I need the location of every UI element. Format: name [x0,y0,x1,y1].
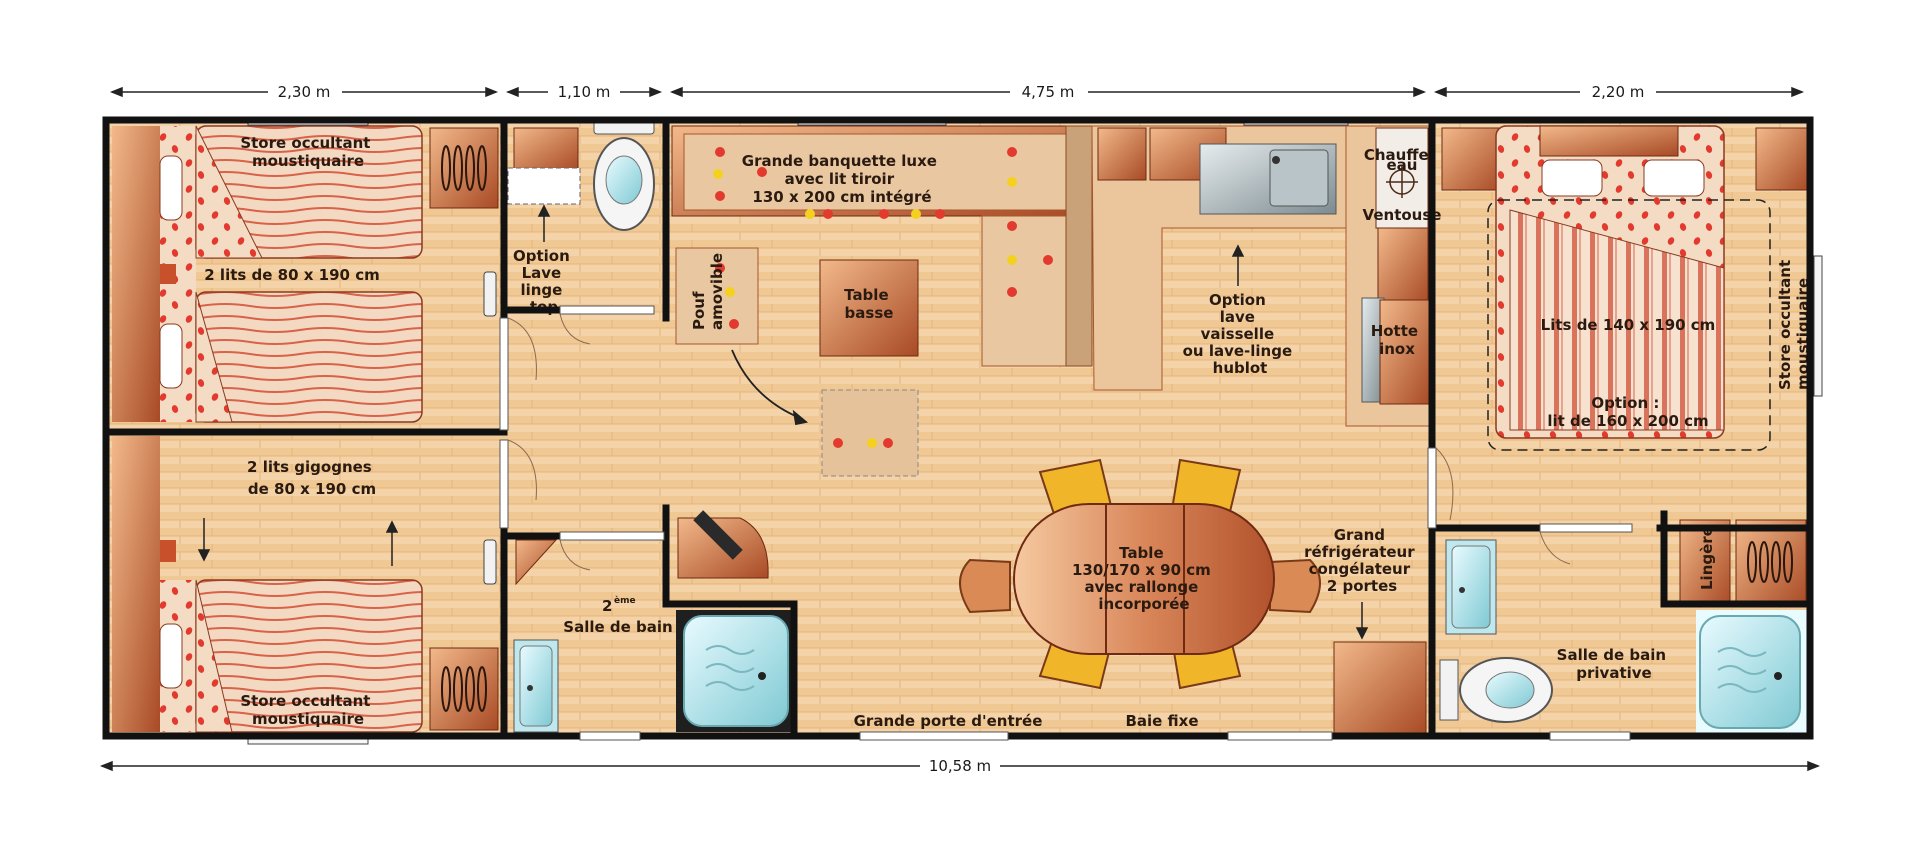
twin-beds-label: 2 lits de 80 x 190 cm [204,266,379,284]
hood-label: Hotte inox [1371,322,1424,358]
doors [499,305,1633,741]
master-bed-label: Lits de 140 x 190 cm [1541,316,1716,334]
master-bed-option-label: Option : lit de 160 x 200 cm [1547,394,1708,430]
dimension-laundry-width: 1,10 m [558,83,611,101]
blind-label-bottom: Store occultant moustiquaire [240,692,375,728]
fridge-label: Grand réfrigérateur congélateur 2 portes [1304,526,1420,595]
dimension-total-length: 10,58 m [929,757,991,775]
fixed-bay-label: Baie fixe [1125,712,1198,730]
bedroom-bunk: 2 lits gigognes de 80 x 190 cm Store occ… [112,436,499,745]
dimension-master-width: 2,20 m [1592,83,1645,101]
dimension-lines [99,86,1821,772]
bunk-beds-label: 2 lits gigognes de 80 x 190 cm [247,458,377,498]
linen-label: Lingère [1698,526,1716,590]
bathroom-private: Salle de bain privative [1439,539,1808,734]
dining-table-label: Table 130/170 x 90 cm avec rallonge inco… [1072,544,1216,613]
living-room: Grande banquette luxe avec lit tiroir 13… [671,116,1349,730]
pouf-label: Pouf amovible [690,253,726,330]
bathroom-2-label: Salle de bain [563,618,672,636]
laundry-toilet: Option Lave linge top [507,119,655,316]
kitchen: Chauffe- eau Ventouse Option lave vaisse… [1091,125,1442,735]
blind-label-top: Store occultant moustiquaire [240,134,375,170]
door-swings [507,313,1571,571]
dimension-bedroom-width: 2,30 m [278,83,331,101]
bedroom-twin-top: Store occultant moustiquaire 2 lits de 8… [112,116,499,423]
dishwasher-option-label: Option lave vaisselle ou lave-linge hubl… [1183,291,1298,377]
bathroom-2-suffix: ème [614,595,636,606]
vent-label: Ventouse [1363,206,1442,224]
boiler-label: Chauffe- eau [1364,146,1440,174]
bench-label: Grande banquette luxe avec lit tiroir 13… [742,152,942,206]
coffee-table-label: Table basse [844,286,894,322]
master-bedroom: Lits de 140 x 190 cm Option : lit de 160… [1441,125,1823,607]
entrance-door-label: Grande porte d'entrée [854,712,1043,730]
dimension-living-width: 4,75 m [1022,83,1075,101]
door-handles [483,271,497,585]
bathroom-2: 2 ème Salle de bain [513,510,794,733]
private-bathroom-label: Salle de bain privative [1557,646,1672,682]
bathroom-2-number: 2 [602,597,612,615]
